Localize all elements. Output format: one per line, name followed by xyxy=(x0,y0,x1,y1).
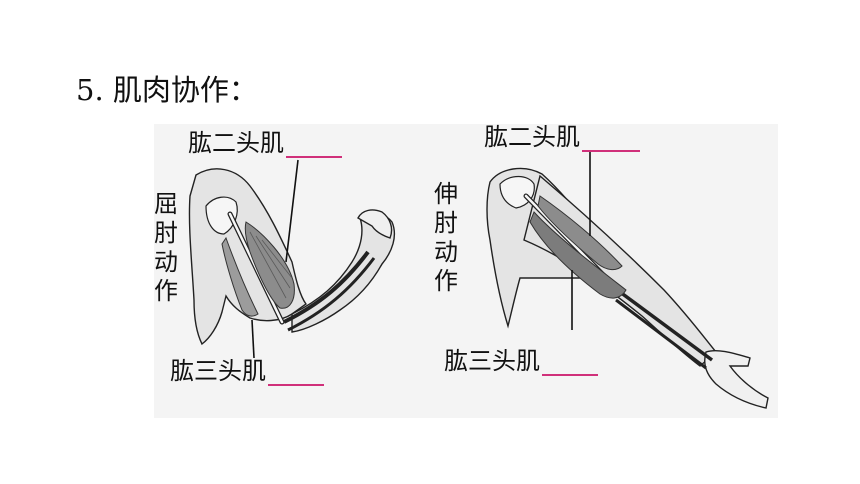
flexion-biceps-text: 肱二头肌 xyxy=(188,129,284,157)
flexed-arm-illustration xyxy=(188,159,396,359)
question-heading: 5. 肌肉协作： xyxy=(76,73,258,107)
extended-hand xyxy=(704,349,769,409)
extended-forearm-bones xyxy=(618,290,714,362)
extension-triceps-blank[interactable] xyxy=(542,350,598,376)
extended-triceps-muscle xyxy=(529,211,627,299)
flexed-hand xyxy=(357,209,393,239)
flexed-triceps-muscle xyxy=(221,236,259,317)
flexed-forearm-bones xyxy=(283,250,370,324)
extension-biceps-text: 肱二头肌 xyxy=(484,123,580,151)
flexion-triceps-text: 肱三头肌 xyxy=(170,357,266,385)
flexed-triceps-leader xyxy=(251,319,255,359)
flexed-biceps-muscle xyxy=(244,221,295,309)
extension-biceps-blank[interactable] xyxy=(582,126,640,152)
extended-biceps-muscle xyxy=(537,195,623,271)
flexion-biceps-label: 肱二头肌 xyxy=(188,128,342,158)
flexion-biceps-blank[interactable] xyxy=(286,132,342,158)
flexion-triceps-blank[interactable] xyxy=(268,360,324,386)
extension-title: 伸肘动作 xyxy=(434,180,458,295)
flexion-triceps-label: 肱三头肌 xyxy=(170,356,324,386)
flexion-title: 屈肘动作 xyxy=(154,190,178,305)
flexed-biceps-leader xyxy=(285,159,299,263)
extension-triceps-label: 肱三头肌 xyxy=(444,346,598,376)
extension-biceps-label: 肱二头肌 xyxy=(484,122,640,152)
extension-triceps-text: 肱三头肌 xyxy=(444,347,540,375)
extended-arm-illustration xyxy=(486,152,769,409)
